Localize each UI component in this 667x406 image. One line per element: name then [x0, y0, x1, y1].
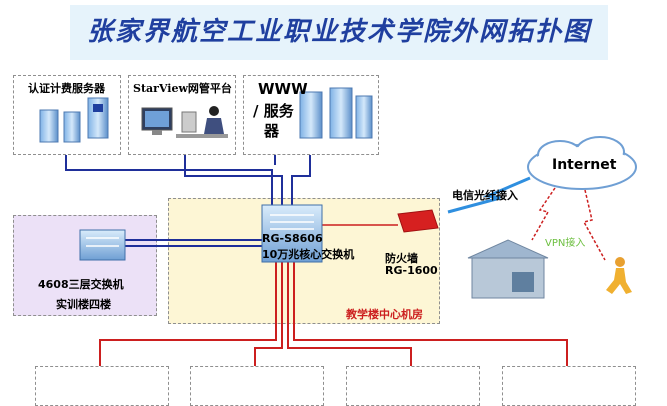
downlinks — [99, 262, 568, 366]
diagram-title: 张家界航空工业职业技术学院外网拓扑图 — [86, 17, 591, 47]
core-room-label: 教学楼中心机房 — [346, 308, 423, 321]
lab-switch-label: 4608三层交换机 — [38, 278, 124, 291]
title-banner — [70, 5, 608, 60]
link-starview-core — [184, 155, 283, 205]
remote-user-icon — [606, 257, 632, 294]
lab-switch-icon — [79, 229, 126, 261]
remote-building-icon — [467, 239, 549, 299]
lab-building-label: 实训楼四楼 — [56, 298, 111, 311]
firewall-icon — [397, 209, 439, 233]
internet-label: Internet — [552, 157, 617, 173]
vpn-label: VPN接入 — [545, 238, 586, 249]
www-label-line2: / 服务 — [253, 102, 294, 120]
firewall-model: RG-1600 — [385, 264, 438, 277]
www-label-line1: WWW — [258, 80, 308, 98]
bottom-box-1 — [35, 366, 169, 406]
bottom-box-2 — [190, 366, 324, 406]
link-www-core — [291, 155, 311, 205]
www-server-icons — [299, 87, 373, 139]
www-label-line3: 器 — [264, 122, 280, 140]
auth-server-icons — [39, 97, 109, 143]
starview-icon — [141, 106, 228, 138]
server-links — [65, 155, 311, 247]
telecom-link — [447, 176, 531, 214]
core-switch-model: RG-S8606 — [262, 232, 323, 245]
bottom-box-3 — [346, 366, 480, 406]
vpn-links — [531, 187, 606, 261]
firewall-label: 防火墙 — [385, 252, 418, 265]
link-auth-core — [65, 155, 273, 205]
core-switch-icon — [261, 204, 323, 263]
starview-label: StarView网管平台 — [133, 82, 232, 95]
telecom-label: 电信光纤接入 — [452, 189, 518, 202]
internet-cloud — [527, 136, 637, 190]
auth-server-label: 认证计费服务器 — [28, 82, 105, 95]
core-switch-desc: 10万兆核心交换机 — [262, 248, 355, 261]
